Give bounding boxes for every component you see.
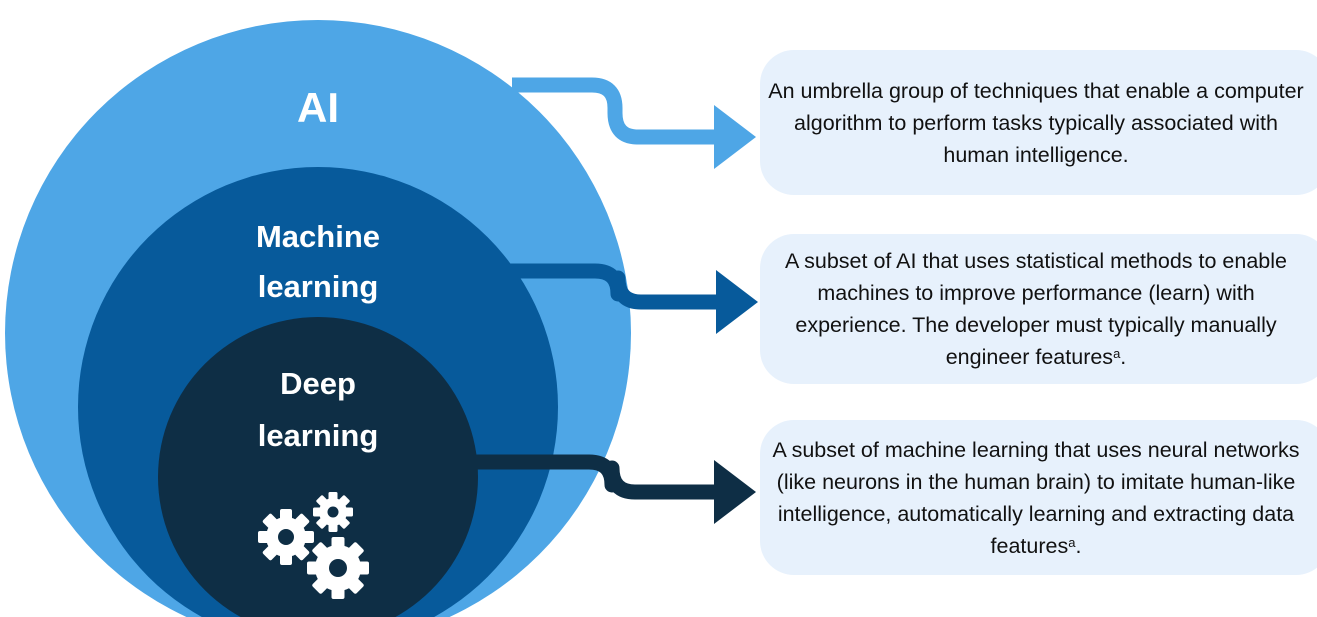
machine-learning-label-line1: Machine [256, 219, 380, 254]
ai-description-text: An umbrella group of techniques that ena… [766, 75, 1306, 171]
deep-learning-footnote-marker: a [1068, 534, 1076, 550]
deep-learning-description-box: A subset of machine learning that uses n… [760, 420, 1317, 575]
ai-connector-arrow [512, 77, 756, 169]
gear-bottom-icon [307, 537, 369, 599]
gear-left-icon [258, 509, 314, 565]
ai-label: AI [297, 84, 339, 131]
machine-learning-description-text: A subset of AI that uses statistical met… [766, 245, 1306, 373]
deep-learning-description-suffix: . [1075, 533, 1082, 558]
gears-icon [258, 492, 369, 599]
machine-learning-description-suffix: . [1120, 345, 1127, 369]
ai-description-box: An umbrella group of techniques that ena… [760, 50, 1317, 195]
machine-learning-label-line2: learning [258, 269, 379, 304]
deep-learning-label-line1: Deep [280, 366, 356, 401]
machine-learning-footnote-marker: a [1113, 346, 1121, 361]
deep-learning-description-text: A subset of machine learning that uses n… [766, 434, 1306, 562]
machine-learning-connector-arrow [508, 263, 758, 334]
ai-description-body: An umbrella group of techniques that ena… [768, 78, 1304, 167]
deep-learning-description-body: A subset of machine learning that uses n… [772, 437, 1300, 558]
gear-top-right-icon [313, 492, 353, 532]
deep-learning-circle [158, 317, 478, 617]
deep-learning-label-line2: learning [258, 418, 379, 453]
machine-learning-description-box: A subset of AI that uses statistical met… [760, 234, 1317, 384]
deep-learning-connector-arrow [456, 454, 756, 524]
machine-learning-description-body: A subset of AI that uses statistical met… [785, 249, 1287, 369]
